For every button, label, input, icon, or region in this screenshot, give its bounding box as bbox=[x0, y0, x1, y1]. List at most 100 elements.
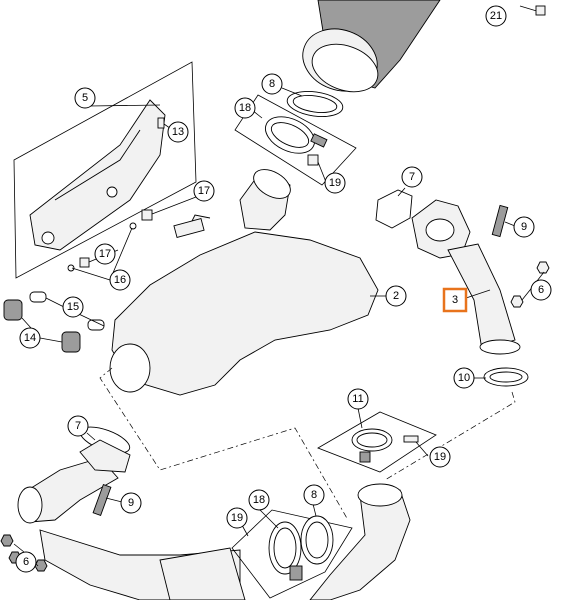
fastener-17-top bbox=[141, 209, 153, 221]
silencer-end-cap bbox=[302, 0, 441, 93]
callout-label: 14 bbox=[24, 332, 36, 344]
clamp-group-frame-top bbox=[234, 94, 357, 186]
callout-label: 3 bbox=[452, 294, 458, 306]
callout-17: 17 bbox=[94, 243, 116, 265]
callout-circle bbox=[94, 243, 116, 265]
callout-7: 7 bbox=[401, 166, 423, 188]
callout-circle bbox=[303, 484, 325, 506]
callout-label: 9 bbox=[521, 221, 527, 233]
callout-3-highlighted: 3 bbox=[442, 287, 468, 313]
callout-18: 18 bbox=[234, 97, 256, 119]
callout-8: 8 bbox=[261, 73, 283, 95]
seal-ring-8-top-inner bbox=[292, 95, 338, 113]
callout-circle bbox=[109, 269, 131, 291]
clamp-group-frame-bottom bbox=[231, 509, 353, 599]
callout-circle bbox=[530, 279, 552, 301]
callout-circle bbox=[67, 415, 89, 437]
callout-label: 19 bbox=[231, 512, 243, 524]
callout-circle bbox=[485, 5, 507, 27]
callout-11: 11 bbox=[347, 388, 369, 410]
main-silencer-2 bbox=[109, 169, 379, 396]
callout-21: 21 bbox=[485, 5, 507, 27]
sensor-9-right bbox=[491, 204, 509, 238]
clamp-18-bottom bbox=[268, 521, 303, 581]
callout-7: 7 bbox=[67, 415, 89, 437]
callout-10: 10 bbox=[453, 367, 475, 389]
callout-circle bbox=[62, 296, 84, 318]
callout-15: 15 bbox=[62, 296, 84, 318]
callout-circle bbox=[19, 327, 41, 349]
header-pipe-lower-right bbox=[159, 483, 411, 600]
fastener-16 bbox=[67, 222, 137, 272]
heat-shield-frame bbox=[13, 61, 197, 279]
callout-circle bbox=[120, 492, 142, 514]
screw-13 bbox=[157, 117, 165, 129]
callout-circle bbox=[324, 172, 346, 194]
gasket-7-right bbox=[375, 189, 413, 229]
callout-5: 5 bbox=[74, 87, 96, 109]
callout-label: 15 bbox=[67, 301, 79, 313]
screw-21 bbox=[519, 5, 546, 16]
rubber-plug-15 bbox=[29, 291, 105, 331]
callout-circle bbox=[226, 507, 248, 529]
callout-circle bbox=[513, 216, 535, 238]
callout-label: 18 bbox=[239, 102, 251, 114]
callout-circle bbox=[167, 121, 189, 143]
callout-label: 2 bbox=[393, 290, 399, 302]
callout-9: 9 bbox=[120, 492, 142, 514]
callout-label: 9 bbox=[128, 497, 134, 509]
callout-label: 19 bbox=[434, 451, 446, 463]
callout-19: 19 bbox=[324, 172, 346, 194]
callout-label: 8 bbox=[311, 489, 317, 501]
callout-label: 5 bbox=[82, 92, 88, 104]
clamp-18-top bbox=[265, 116, 328, 166]
callout-9: 9 bbox=[513, 216, 535, 238]
flange-7-left bbox=[79, 426, 131, 473]
callout-2: 2 bbox=[385, 285, 407, 307]
seal-ring-8-bottom-inner bbox=[305, 521, 329, 559]
callout-19: 19 bbox=[429, 446, 451, 468]
callout-circle bbox=[429, 446, 451, 468]
callout-circle bbox=[385, 285, 407, 307]
callout-label: 10 bbox=[458, 372, 470, 384]
clamp-group-frame-right bbox=[317, 411, 437, 473]
callout-19: 19 bbox=[226, 507, 248, 529]
callout-label: 21 bbox=[490, 10, 502, 22]
callout-17: 17 bbox=[193, 180, 215, 202]
callout-label: 7 bbox=[75, 420, 81, 432]
callout-circle bbox=[234, 97, 256, 119]
callout-8: 8 bbox=[303, 484, 325, 506]
callout-circle bbox=[248, 489, 270, 511]
callout-circle bbox=[401, 166, 423, 188]
clamp-11 bbox=[351, 428, 419, 463]
seal-ring-10-inner bbox=[489, 371, 523, 383]
heat-shield-5 bbox=[29, 99, 166, 251]
callout-circle bbox=[261, 73, 283, 95]
nuts-6-right bbox=[510, 261, 550, 308]
callout-circle bbox=[453, 367, 475, 389]
callout-label: 7 bbox=[409, 171, 415, 183]
callout-14: 14 bbox=[19, 327, 41, 349]
callout-circle bbox=[193, 180, 215, 202]
callout-circle bbox=[347, 388, 369, 410]
callout-16: 16 bbox=[109, 269, 131, 291]
callout-circle bbox=[15, 551, 37, 573]
highlight-box bbox=[442, 287, 468, 313]
callout-circle bbox=[74, 87, 96, 109]
callout-label: 6 bbox=[538, 284, 544, 296]
callout-6: 6 bbox=[530, 279, 552, 301]
callout-label: 8 bbox=[269, 78, 275, 90]
sensor-9-left bbox=[92, 483, 112, 517]
callout-6: 6 bbox=[15, 551, 37, 573]
callout-18: 18 bbox=[248, 489, 270, 511]
exhaust-pipe-3 bbox=[447, 243, 521, 355]
callout-label: 17 bbox=[99, 248, 111, 260]
callout-label: 16 bbox=[114, 274, 126, 286]
assembly-lines bbox=[99, 367, 516, 521]
callout-label: 11 bbox=[352, 393, 363, 405]
callout-label: 6 bbox=[23, 556, 29, 568]
callout-label: 18 bbox=[253, 494, 265, 506]
callout-label: 19 bbox=[329, 177, 341, 189]
